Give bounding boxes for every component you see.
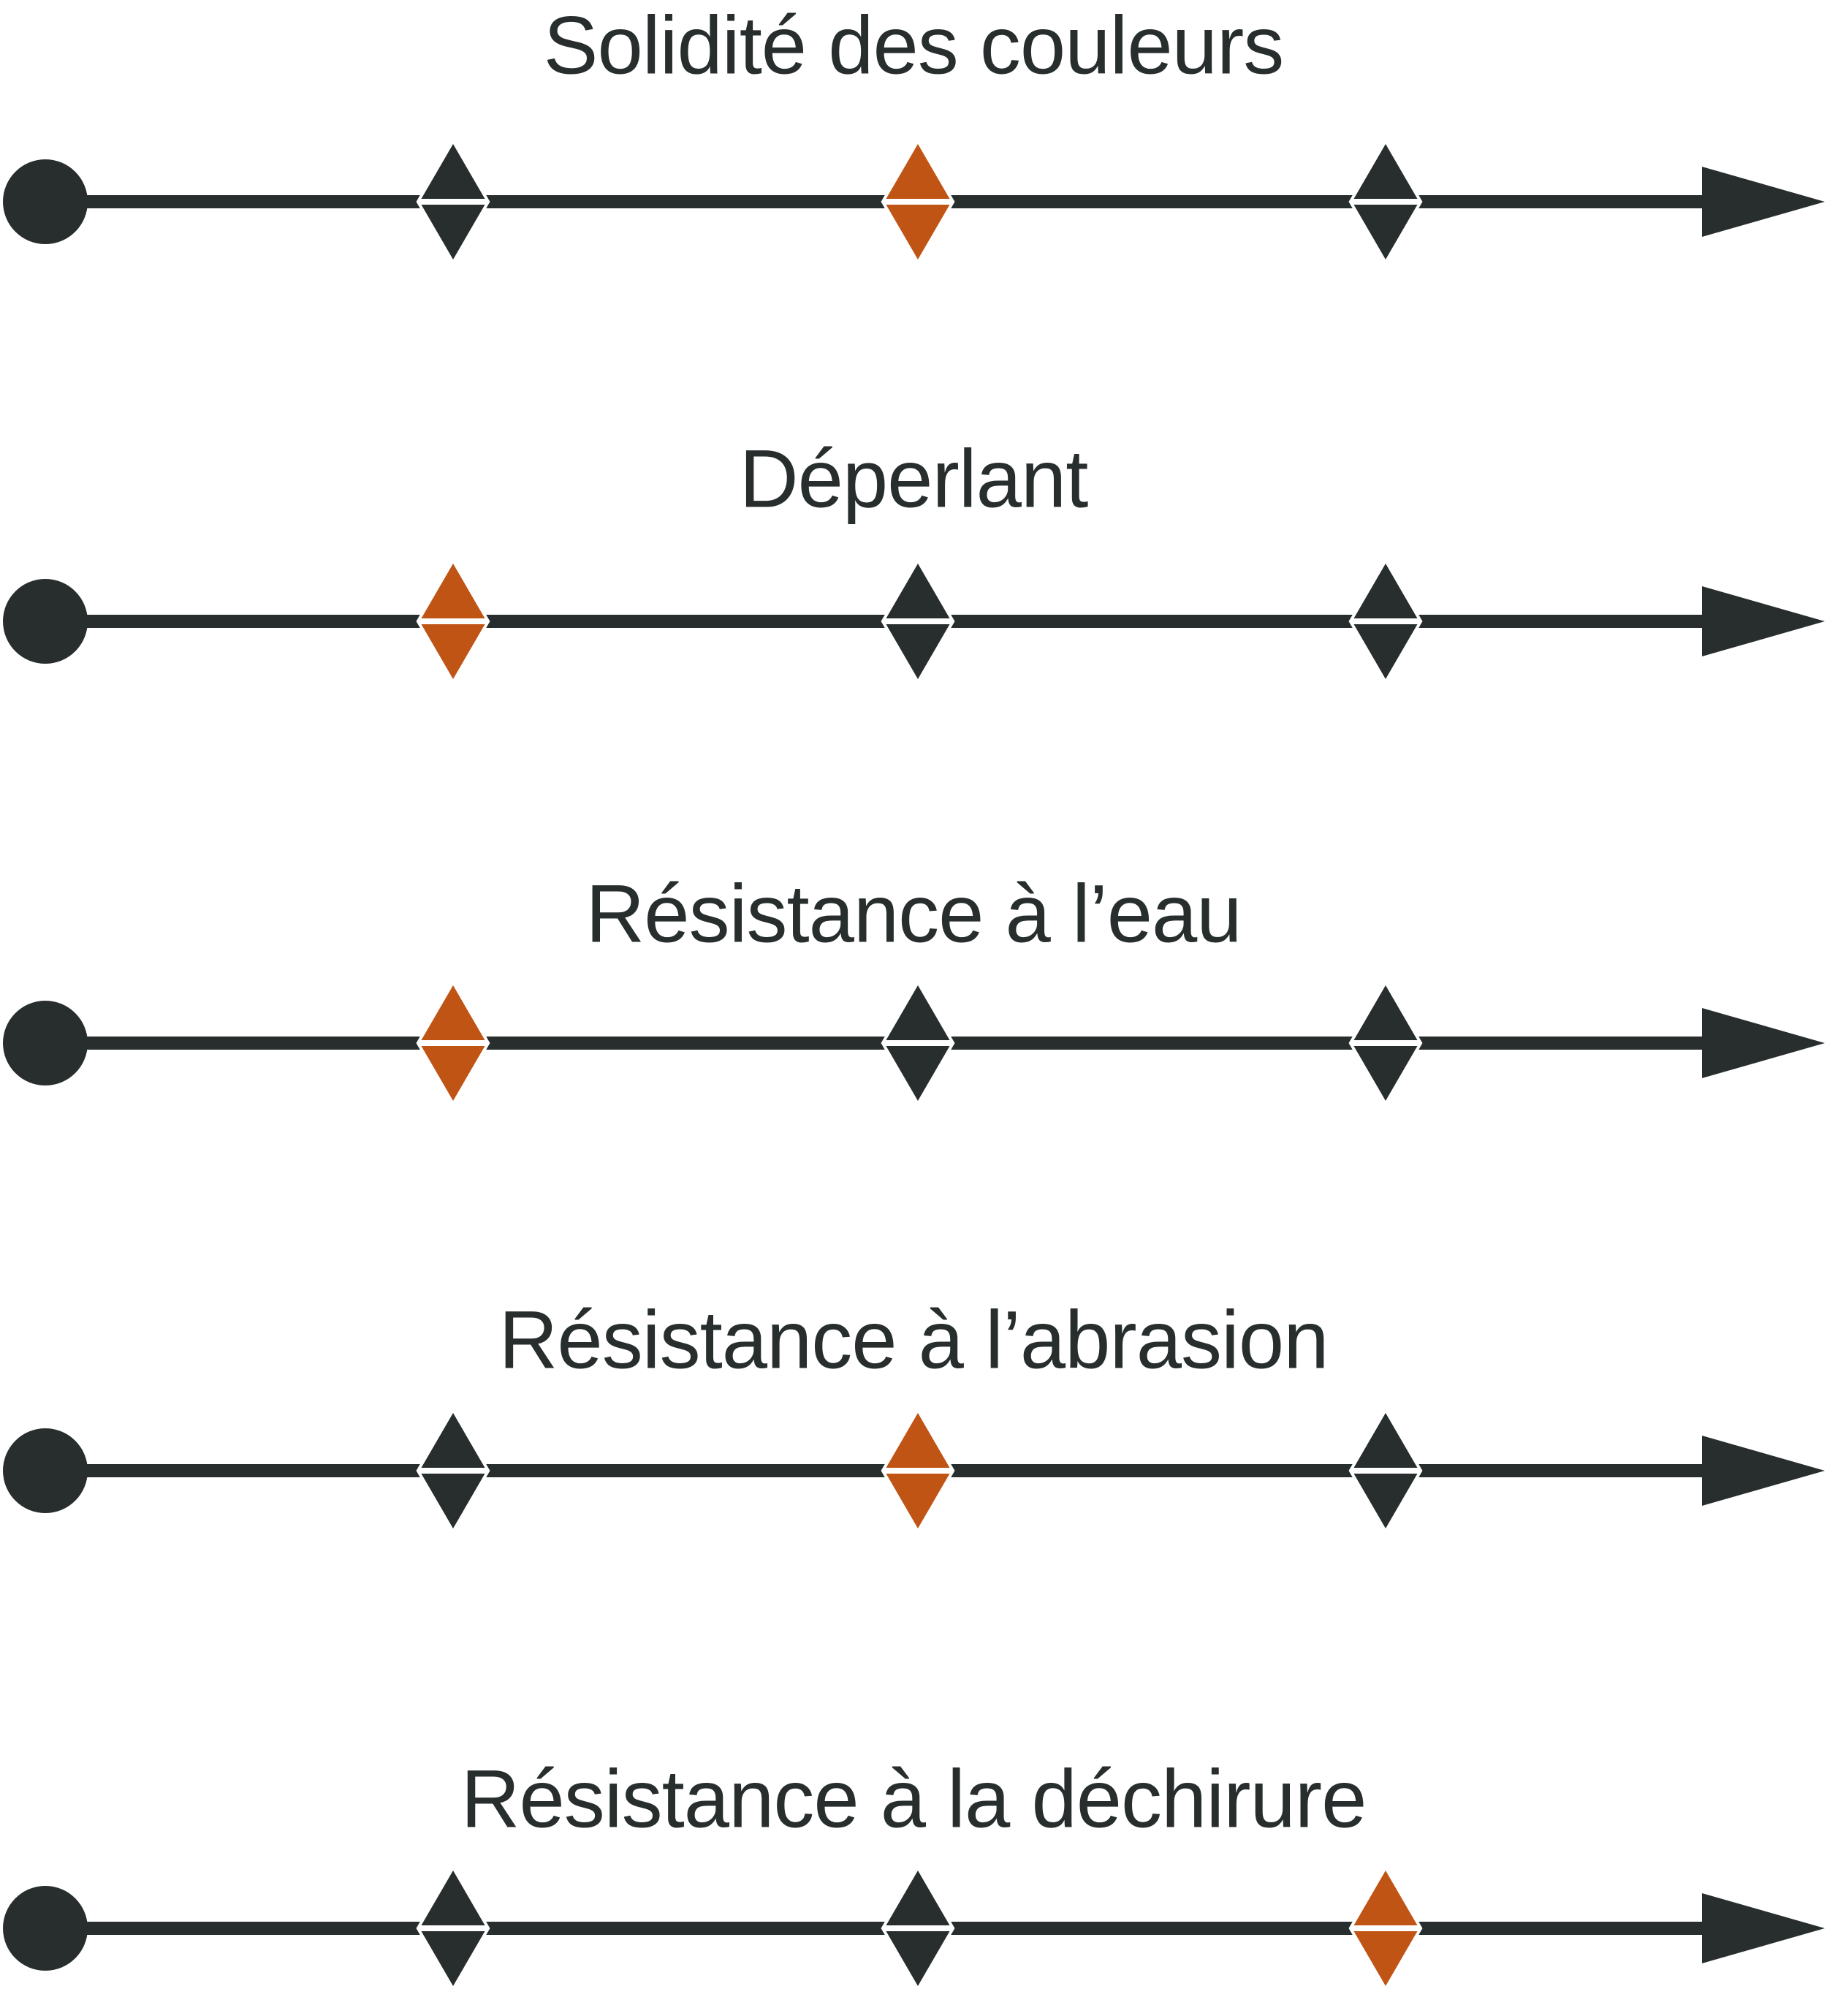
rating-scale-arrow — [3, 1407, 1825, 1534]
rating-diamond — [881, 1865, 955, 1928]
arrowhead-right-icon — [1702, 1893, 1825, 1963]
rating-diamond — [881, 558, 955, 621]
arrowhead-right-icon — [1702, 1008, 1825, 1078]
rating-diamond-active — [416, 621, 490, 685]
rating-diamond-active — [881, 138, 955, 202]
scale-title: Déperlant — [739, 433, 1089, 525]
rating-diamond — [1348, 621, 1423, 685]
rating-diamond — [416, 1865, 490, 1928]
scale-title: Résistance à la déchirure — [460, 1753, 1367, 1845]
rating-diamond — [881, 979, 955, 1043]
rating-diamond-active — [416, 979, 490, 1043]
rating-diamond — [1348, 979, 1423, 1043]
rating-scale-arrow — [3, 558, 1825, 685]
arrowhead-right-icon — [1702, 167, 1825, 237]
start-dot-icon — [3, 579, 88, 664]
rating-diamond — [416, 138, 490, 202]
rating-scale-arrow — [3, 138, 1825, 265]
start-dot-icon — [3, 1001, 88, 1085]
rating-diamond — [881, 1928, 955, 1992]
rating-diamond — [881, 1043, 955, 1107]
rating-scale-arrow — [3, 979, 1825, 1107]
scale-title: Résistance à l’eau — [585, 868, 1242, 960]
rating-diamond — [1348, 558, 1423, 621]
rating-diamond — [881, 621, 955, 685]
rating-diamond-active — [416, 1043, 490, 1107]
rating-diamond-active — [1348, 1865, 1423, 1928]
start-dot-icon — [3, 1428, 88, 1513]
rating-diamond-active — [881, 1407, 955, 1471]
arrowhead-right-icon — [1702, 586, 1825, 656]
rating-diamond — [1348, 1043, 1423, 1107]
rating-diamond — [1348, 1407, 1423, 1471]
rating-diamond — [416, 1471, 490, 1534]
rating-diamond — [416, 1407, 490, 1471]
arrowhead-right-icon — [1702, 1436, 1825, 1506]
rating-diamond — [1348, 138, 1423, 202]
rating-diamond-active — [881, 1471, 955, 1534]
scale-title: Résistance à l’abrasion — [498, 1294, 1329, 1386]
rating-diamond-active — [881, 202, 955, 265]
start-dot-icon — [3, 1886, 88, 1971]
rating-diamond — [1348, 202, 1423, 265]
rating-diamond — [416, 202, 490, 265]
rating-diamond-active — [1348, 1928, 1423, 1992]
rating-diamond-active — [416, 558, 490, 621]
rating-diamond — [416, 1928, 490, 1992]
scale-title: Solidité des couleurs — [543, 0, 1284, 91]
start-dot-icon — [3, 159, 88, 244]
rating-diamond — [1348, 1471, 1423, 1534]
rating-scale-arrow — [3, 1865, 1825, 1992]
